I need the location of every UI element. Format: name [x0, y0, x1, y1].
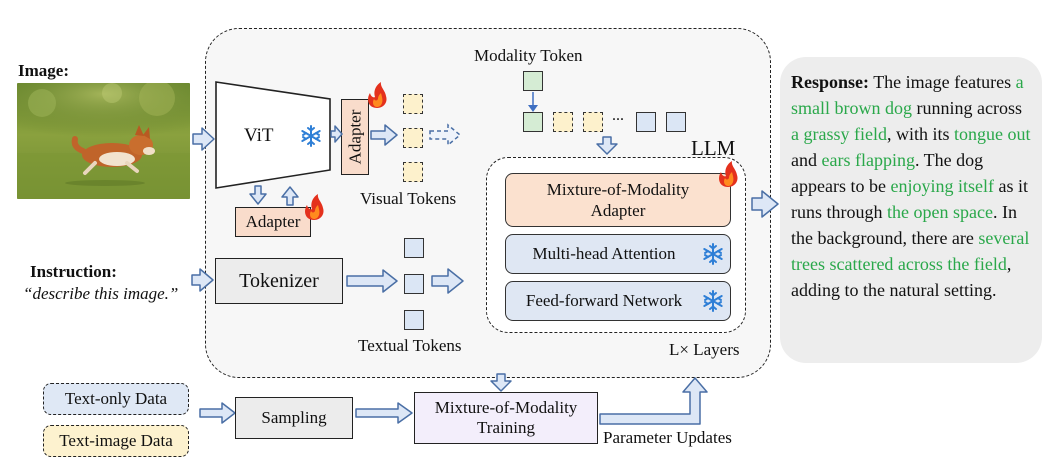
response-text: The image features — [869, 72, 1016, 92]
text-only-data-box: Text-only Data — [43, 383, 189, 415]
highlighted-phrase: a grassy field — [791, 124, 887, 144]
sequence-ellipsis: ... — [612, 107, 624, 124]
sampling-box: Sampling — [235, 397, 353, 439]
response-panel: Response: The image features a small bro… — [780, 57, 1042, 363]
layers-label: L× Layers — [669, 340, 740, 359]
training-box: Mixture-of-Modality Training — [414, 392, 598, 444]
arrow-icon — [596, 136, 618, 155]
sequence-visual-token — [553, 112, 573, 132]
training-label: Mixture-of-Modality Training — [434, 397, 578, 437]
textual-token — [404, 310, 424, 330]
multi-head-attention: Multi-head Attention — [505, 234, 731, 274]
response-text: and — [791, 150, 822, 170]
tokenizer-box: Tokenizer — [215, 258, 343, 304]
adapter-bottom-label: Adapter — [245, 212, 301, 231]
arrow-icon — [599, 377, 708, 425]
arrow-icon — [346, 269, 398, 293]
visual-token — [403, 128, 423, 148]
modality-token — [523, 71, 543, 91]
response-text: , with its — [886, 124, 954, 144]
arrow-icon — [330, 125, 343, 143]
arrow-icon — [490, 373, 512, 392]
highlighted-phrase: tongue out — [953, 124, 1031, 144]
arrow-icon — [355, 402, 413, 424]
response-body: The image features a small brown dog run… — [791, 72, 1030, 300]
vit-label: ViT — [244, 125, 274, 146]
response-text: running across — [912, 98, 1022, 118]
arrow-icon — [192, 127, 215, 151]
visual-token — [403, 162, 423, 182]
highlighted-phrase: enjoying itself — [890, 176, 994, 196]
text-only-label: Text-only Data — [64, 389, 168, 408]
arrow-icon — [431, 268, 464, 294]
response-heading: Response: — [791, 72, 870, 92]
visual-tokens-label: Visual Tokens — [360, 189, 457, 208]
sequence-visual-token — [583, 112, 603, 132]
highlighted-phrase: a small brown dog — [791, 72, 1024, 118]
modality-token-label: Modality Token — [474, 46, 583, 65]
feed-forward-network: Feed-forward Network — [505, 281, 731, 321]
parameter-updates-label: Parameter Updates — [603, 428, 732, 447]
text-image-label: Text-image Data — [59, 431, 173, 450]
response-text: . In the background, there are — [791, 202, 1017, 248]
visual-token — [403, 94, 423, 114]
mixture-adapter-label: Mixture-of-Modality Adapter — [546, 179, 690, 220]
sequence-text-token — [666, 112, 686, 132]
arrow-icon — [429, 123, 462, 147]
dog-photo — [17, 83, 190, 199]
sequence-modality-token — [523, 112, 543, 132]
instruction-text: “describe this image.” — [23, 284, 179, 303]
highlighted-phrase: the open space — [887, 202, 993, 222]
attention-label: Multi-head Attention — [532, 244, 676, 264]
text-image-data-box: Text-image Data — [43, 425, 189, 457]
instruction-label: Instruction: — [30, 262, 117, 281]
arrow-icon — [281, 186, 299, 206]
sampling-label: Sampling — [261, 408, 327, 427]
sequence-text-token — [636, 112, 656, 132]
arrow-icon — [370, 124, 398, 146]
arrow-icon — [751, 190, 779, 218]
llm-label: LLM — [691, 136, 736, 160]
arrow-icon — [191, 268, 214, 292]
arrow-icon — [249, 185, 267, 205]
tokenizer-label: Tokenizer — [239, 269, 319, 292]
mixture-of-modality-adapter: Mixture-of-Modality Adapter — [505, 173, 731, 227]
response-text: as it runs through — [791, 176, 1028, 222]
adapter-vertical: Adapter — [341, 99, 369, 175]
textual-tokens-label: Textual Tokens — [358, 336, 462, 355]
arrow-icon — [199, 402, 236, 424]
response-text: . The dog appears to be — [791, 150, 984, 196]
highlighted-phrase: several trees scattered across the field — [791, 228, 1030, 274]
highlighted-phrase: ears flapping — [821, 150, 915, 170]
image-label: Image: — [18, 61, 69, 80]
ffn-label: Feed-forward Network — [525, 291, 683, 311]
textual-token — [404, 238, 424, 258]
adapter-bottom: Adapter — [235, 207, 311, 237]
response-text: , adding to the natural setting. — [791, 254, 1012, 300]
textual-token — [404, 274, 424, 294]
